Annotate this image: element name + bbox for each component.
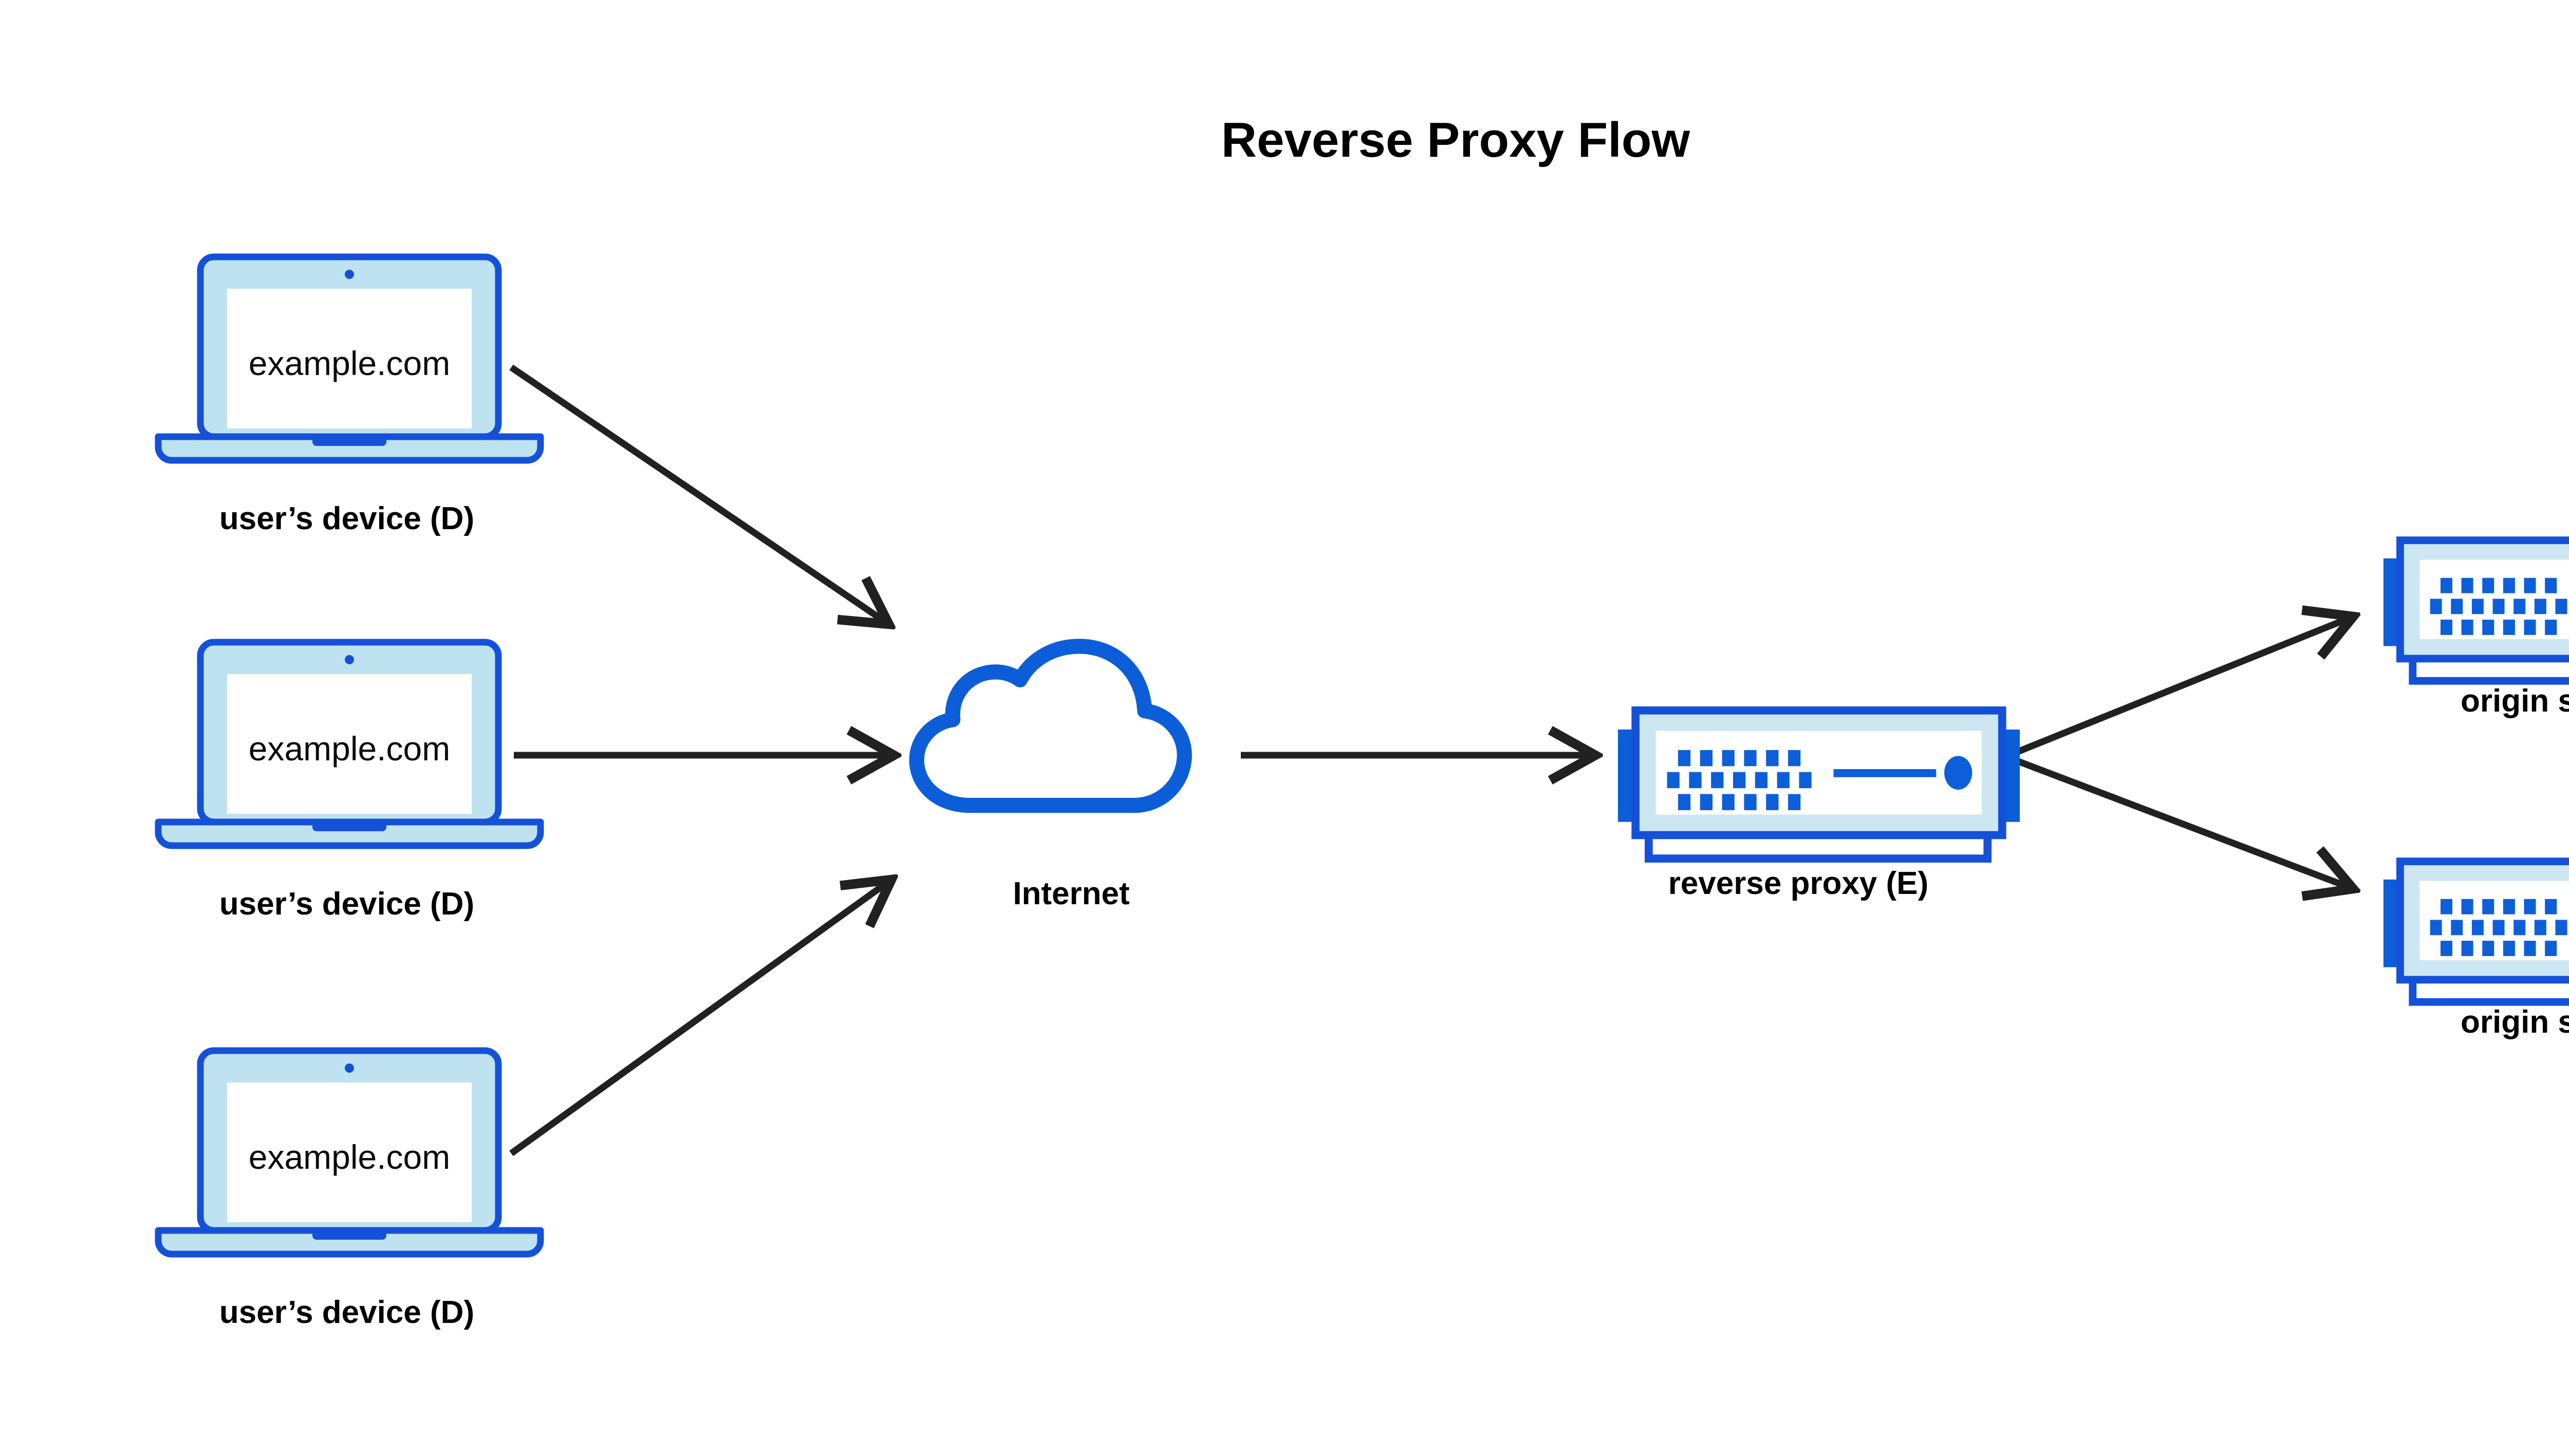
server-icon [1618,711,2020,858]
node-reverse-proxy[interactable]: reverse proxy (E) [1618,711,2020,901]
node-device-middle[interactable]: example.com user’s device (D) [158,642,541,922]
node-origin-server-bottom[interactable]: origin server (F) [2384,862,2569,1040]
device-label: user’s device (D) [219,1295,474,1330]
server-icon [2384,540,2569,681]
node-internet[interactable]: Internet [917,646,1184,911]
edge-device-top-to-internet [509,364,889,624]
edge-layer [509,364,2353,1156]
device-screen-text: example.com [249,730,451,768]
device-label: user’s device (D) [219,501,474,536]
node-device-bottom[interactable]: example.com user’s device (D) [158,1051,541,1330]
page-title: Reverse Proxy Flow [1221,113,1690,167]
edge-reverse-proxy-to-origin-top [2007,617,2353,759]
reverse-proxy-label: reverse proxy (E) [1668,866,1929,901]
internet-label: Internet [1013,876,1129,911]
node-origin-server-top[interactable]: origin server (F) [2384,540,2569,719]
device-screen-text: example.com [249,1138,451,1176]
device-screen-text: example.com [249,344,451,382]
origin-server-label: origin server (F) [2461,683,2569,719]
server-icon [2384,862,2569,1002]
node-device-top[interactable]: example.com user’s device (D) [158,257,541,536]
origin-server-label: origin server (F) [2461,1004,2569,1040]
edge-reverse-proxy-to-origin-bottom [2007,754,2353,889]
edge-device-bottom-to-internet [509,880,891,1156]
device-label: user’s device (D) [219,886,474,922]
